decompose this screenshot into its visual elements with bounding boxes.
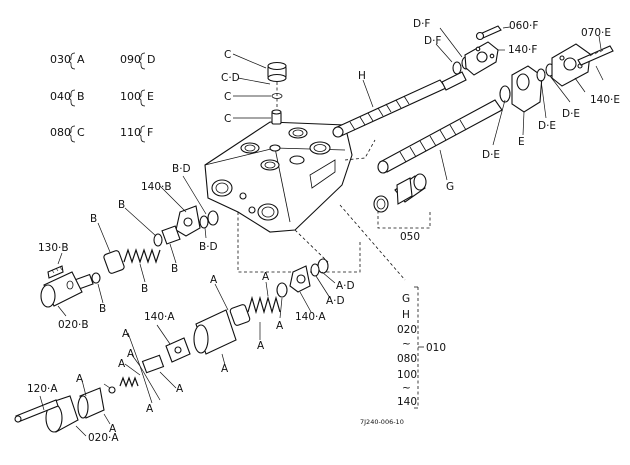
callout-140b: 140·B [141, 181, 172, 193]
callout-de1: D·E [538, 120, 556, 132]
legend-item-110: 110 F [120, 125, 153, 143]
callout-labels: C C·D C C H D·F D·F 060·F 140·F 070·E 14… [27, 18, 620, 444]
legend-letter: E [147, 90, 154, 103]
callout-140a-right: 140·A [295, 311, 326, 323]
legend-letter: D [147, 53, 155, 66]
callout-c1: C [224, 49, 231, 61]
callout-120a: 120·A [27, 383, 58, 395]
cover-assembly-e [492, 35, 614, 146]
callout-c3: C [224, 113, 231, 125]
spool-g [377, 99, 503, 181]
callout-a8: A [118, 358, 126, 370]
callout-b1: B [118, 199, 125, 211]
callout-c2: C [224, 91, 231, 103]
legend-code: 100 [120, 90, 141, 103]
legend-code: 030 [50, 53, 71, 66]
callout-b3: B [171, 263, 178, 275]
callout-bd1: B·D [172, 163, 191, 175]
callout-140: 140 [397, 396, 417, 408]
callout-a11: A [76, 373, 84, 385]
callout-h-top: H [358, 70, 366, 82]
callout-tilde2: ~ [402, 382, 411, 394]
legend-item-040: 040 B [50, 89, 85, 107]
callout-050: 050 [400, 231, 420, 243]
callout-de3: D·E [482, 149, 500, 161]
callout-e1: E [518, 136, 525, 148]
legend-code: 090 [120, 53, 141, 66]
callout-140f: 140·F [508, 44, 537, 56]
plug-assembly-050 [373, 173, 427, 213]
legend: 030 A 040 B 080 C 090 D 100 E 110 F [50, 52, 155, 143]
callout-a2: A [262, 271, 270, 283]
relief-assembly-a-left [14, 324, 191, 437]
callout-140e: 140·E [590, 94, 620, 106]
legend-letter: C [77, 126, 85, 139]
spool-h [332, 71, 467, 138]
callout-g2: G [402, 293, 410, 305]
callout-a4: A [276, 320, 284, 332]
callout-h2: H [402, 309, 410, 321]
callout-a5: A [221, 363, 229, 375]
legend-letter: B [77, 90, 85, 103]
callout-tilde1: ~ [402, 338, 411, 350]
callout-060f: 060·F [509, 20, 538, 32]
legend-item-030: 030 A [50, 52, 85, 70]
callout-df2: D·F [424, 35, 441, 47]
legend-letter: F [147, 126, 153, 139]
callout-a12: A [109, 423, 117, 435]
callout-080: 080 [397, 353, 417, 365]
cover-assembly-f [435, 25, 511, 76]
relief-assembly-b [40, 175, 219, 317]
callout-140a-left: 140·A [144, 311, 175, 323]
callout-020a: 020·A [88, 432, 119, 444]
valve-body [204, 121, 353, 233]
legend-letter: A [77, 53, 85, 66]
callout-df1: D·F [413, 18, 430, 30]
callout-a3: A [257, 340, 265, 352]
callout-a10: A [146, 403, 154, 415]
legend-item-090: 090 D [120, 52, 155, 70]
callout-b2: B [90, 213, 97, 225]
callout-010: 010 [426, 342, 446, 354]
callout-de2: D·E [562, 108, 580, 120]
callout-020b: 020·B [58, 319, 89, 331]
callout-a6: A [122, 328, 130, 340]
callout-a7: A [127, 348, 135, 360]
callout-a1: A [210, 274, 218, 286]
callout-020: 020 [397, 324, 417, 336]
legend-code: 110 [120, 126, 141, 139]
relief-assembly-a-right [193, 258, 336, 366]
callout-130b: 130·B [38, 242, 69, 254]
callout-g: G [446, 181, 454, 193]
callout-bd2: B·D [199, 241, 218, 253]
drawing-number: 7J240-006-10 [360, 418, 404, 426]
callout-100: 100 [397, 369, 417, 381]
callout-b4: B [141, 283, 148, 295]
callout-cd: C·D [221, 72, 240, 84]
callout-a9: A [176, 383, 184, 395]
callout-ad1: A·D [336, 280, 355, 292]
callout-ad2: A·D [326, 295, 345, 307]
legend-code: 080 [50, 126, 71, 139]
callout-070e: 070·E [581, 27, 611, 39]
legend-code: 040 [50, 90, 71, 103]
plug-assembly-c [232, 53, 287, 125]
legend-item-100: 100 E [120, 89, 154, 107]
legend-item-080: 080 C [50, 125, 85, 143]
callout-b5: B [99, 303, 106, 315]
